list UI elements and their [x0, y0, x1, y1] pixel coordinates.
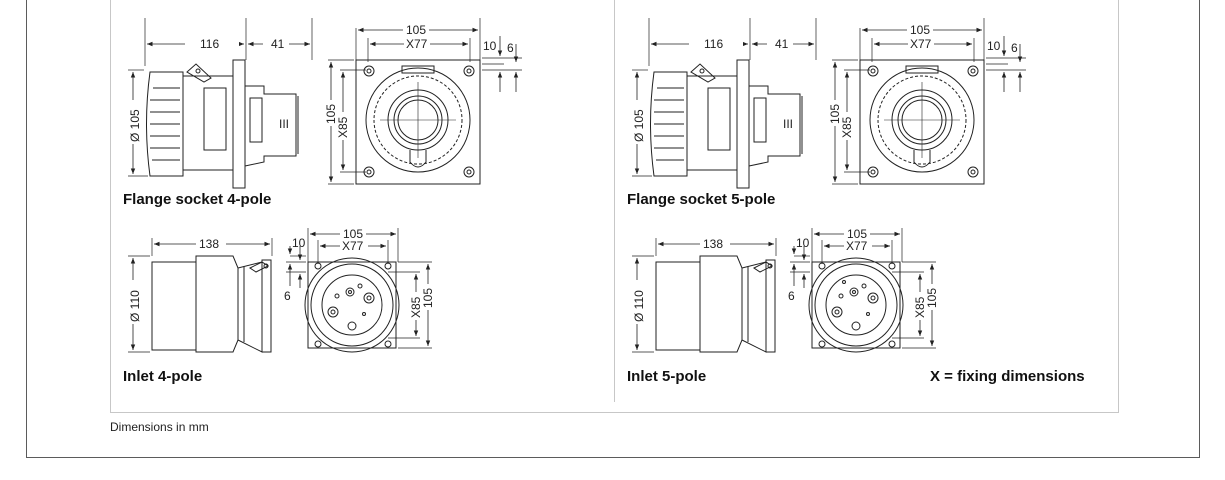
inlet-side-view: 138 Ø 110	[126, 236, 273, 353]
inlet-front-width-label: 105	[847, 227, 867, 241]
flange-side-diameter-label: Ø 105	[632, 109, 646, 142]
inlet-front-view: 105 X77 10 6 105 X85	[284, 226, 435, 353]
inlet-front-width-label: 105	[343, 227, 363, 241]
flange-socket-side-view: 116 41 III Ø 105	[126, 18, 313, 189]
flange-socket-5pole-caption: Flange socket 5-pole	[627, 191, 776, 208]
flange-front-width-label: 105	[406, 23, 426, 37]
flange-socket-side-view: 116 41 III Ø 105	[630, 18, 817, 189]
inlet-front-view: 105 X77 10 6 105 X85	[788, 226, 939, 353]
flange-front-fixing-height-label: X85	[336, 116, 350, 138]
flange-socket-front-view: 105 X77 10 6 105 X85	[324, 18, 522, 185]
inlet-side-diameter-label: Ø 110	[632, 290, 646, 322]
flange-socket-5pole-drawing: 116 41 III Ø 105	[630, 18, 1026, 189]
flange-socket-front-view: 105 X77 10 6 105 X85	[828, 18, 1026, 185]
flange-front-offset-a-label: 10	[483, 39, 497, 53]
inlet-front-fixing-width-label: X77	[342, 239, 364, 253]
inlet-5pole-caption: Inlet 5-pole	[627, 368, 707, 385]
dimensions-footnote: Dimensions in mm	[110, 420, 209, 434]
inlet-front-offset-b-label: 6	[284, 289, 291, 303]
inlet-4pole-caption: Inlet 4-pole	[123, 368, 203, 385]
flange-side-flange-label: 41	[775, 37, 789, 51]
inlet-side-length-label: 138	[703, 237, 723, 251]
inlet-front-fixing-height-label: X85	[409, 296, 423, 318]
flange-socket-4pole-drawing: 116 41 III Ø 105	[126, 18, 522, 189]
inlet-front-fixing-height-label: X85	[913, 296, 927, 318]
flange-front-offset-a-label: 10	[987, 39, 1001, 53]
flange-front-height-label: 105	[828, 104, 842, 124]
flange-front-fixing-height-label: X85	[840, 116, 854, 138]
flange-front-fixing-width-label: X77	[406, 37, 428, 51]
panel-divider	[614, 0, 615, 402]
inlet-side-diameter-label: Ø 110	[128, 290, 142, 322]
document-frame	[26, 0, 1200, 458]
flange-front-fixing-width-label: X77	[910, 37, 932, 51]
flange-side-length-label: 116	[704, 37, 723, 51]
inlet-front-height-label: 105	[925, 288, 939, 308]
flange-front-height-label: 105	[324, 104, 338, 124]
flange-side-length-label: 116	[200, 37, 219, 51]
inlet-front-fixing-width-label: X77	[846, 239, 868, 253]
svg-text:III: III	[279, 117, 289, 131]
inlet-front-offset-b-label: 6	[788, 289, 795, 303]
flange-side-diameter-label: Ø 105	[128, 109, 142, 142]
inlet-side-view: 138 Ø 110	[630, 236, 777, 353]
svg-text:III: III	[783, 117, 793, 131]
inlet-5pole-drawing: 138 Ø 110 105 X77	[630, 226, 939, 353]
flange-front-offset-b-label: 6	[507, 41, 514, 55]
figure-panel	[110, 0, 1119, 413]
inlet-4pole-drawing: 138 Ø 110 105 X77	[126, 226, 435, 353]
flange-side-flange-label: 41	[271, 37, 285, 51]
inlet-side-length-label: 138	[199, 237, 219, 251]
inlet-front-height-label: 105	[421, 288, 435, 308]
inlet-front-offset-a-label: 10	[796, 236, 810, 250]
flange-front-width-label: 105	[910, 23, 930, 37]
flange-socket-4pole-caption: Flange socket 4-pole	[123, 191, 272, 208]
flange-front-offset-b-label: 6	[1011, 41, 1018, 55]
inlet-front-offset-a-label: 10	[292, 236, 306, 250]
fixing-dimensions-legend: X = fixing dimensions	[930, 368, 1085, 385]
